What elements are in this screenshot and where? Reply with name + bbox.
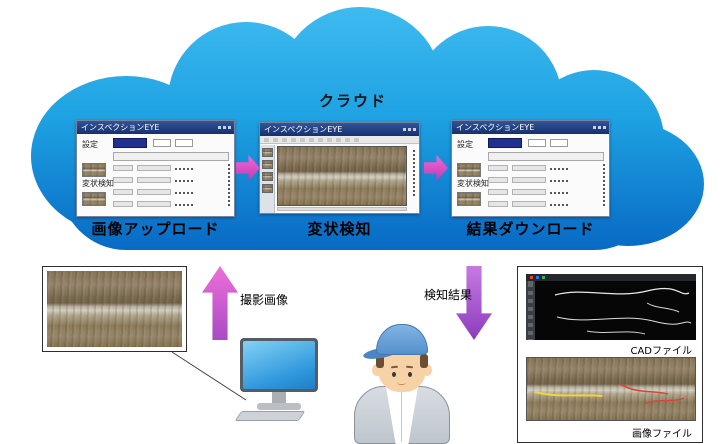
path-field [488,152,604,161]
window-controls-icon [228,126,231,129]
cad-file-label: CADファイル [630,346,692,357]
person-eye [408,372,412,377]
window-title: インスペクションEYE [81,123,160,132]
person-ear [422,364,432,376]
upload-arrow-icon [202,266,238,340]
monitor-stand [272,392,286,404]
detection-label: 変状検知 [457,179,489,188]
ui-row [488,177,568,185]
person-mouth [397,381,406,385]
toolbar [260,136,419,144]
cad-toolbar-dots [530,276,533,279]
window-controls-icon [413,128,416,131]
cap-icon [376,324,428,355]
settings-label: 設定 [82,140,98,149]
more-options-dots [228,164,230,206]
image-thumbnail [82,192,106,206]
app-window-result-download: インスペクションEYE 設定 変状検知 [451,120,610,217]
ui-row [113,165,193,173]
detection-overlay-lines [534,383,685,405]
caption-result-download: 結果ダウンロード [466,220,595,238]
ui-row [113,201,193,209]
worker-icon [350,320,454,444]
person-hair [376,354,384,368]
caption-change-detection: 変状検知 [307,220,372,238]
status-bar [277,207,407,211]
monitor-base [257,403,301,410]
input-box [528,139,546,147]
download-arrow-icon [456,266,492,340]
window-titlebar: インスペクションEYE [77,121,234,134]
captured-photo-box [42,266,187,352]
app-window-image-upload: インスペクションEYE 設定 変状検知 [76,120,235,217]
app-window-change-detection: インスペクションEYE [259,122,420,214]
keyboard-icon [234,411,306,421]
monitor-icon [240,338,318,392]
selected-field [113,138,147,148]
window-body [260,136,419,213]
person-hair [420,354,428,368]
image-thumbnail [457,163,481,177]
image-thumbnail [262,184,273,193]
crack-trace-lines [554,287,692,335]
window-controls-icon [603,126,606,129]
window-body: 設定 変状検知 [77,134,234,216]
person-eye [392,372,396,377]
detection-label: 変状検知 [82,179,114,188]
image-thumbnail [82,163,106,177]
tunnel-photo [47,271,182,347]
person-shirt-zip [401,390,402,442]
window-titlebar: インスペクションEYE [452,121,609,134]
image-thumbnail [457,192,481,206]
settings-label: 設定 [457,140,473,149]
thumbnail-strip [260,145,275,213]
input-box [175,139,193,147]
cad-tool-palette [526,281,535,340]
ui-row [488,201,568,209]
window-title: インスペクションEYE [456,123,535,132]
window-title: インスペクションEYE [264,125,343,134]
cloud-title: クラウド [318,92,387,110]
ui-row [488,189,568,197]
result-image [526,357,696,421]
ui-row [113,189,193,197]
detection-result-label: 検知結果 [424,288,473,302]
tunnel-photo-view [277,146,407,206]
window-body: 設定 変状検知 [452,134,609,216]
image-thumbnail [262,160,273,169]
more-options-dots [603,164,605,206]
ui-row [488,165,568,173]
path-field [113,152,229,161]
more-options-dots [413,150,415,196]
results-output-box: CADファイル 画像ファイル [517,266,703,443]
image-thumbnail [262,172,273,181]
image-thumbnail [262,148,273,157]
input-box [153,139,171,147]
image-file-label: 画像ファイル [632,429,692,440]
ui-row [113,177,193,185]
captured-image-label: 撮影画像 [240,293,289,307]
cad-menubar [526,274,696,281]
input-box [550,139,568,147]
selected-field [488,138,522,148]
cad-screenshot [526,274,696,340]
caption-image-upload: 画像アップロード [91,220,220,238]
window-titlebar: インスペクションEYE [260,123,419,136]
person-ear [372,364,382,376]
monitor-screen [243,341,315,389]
